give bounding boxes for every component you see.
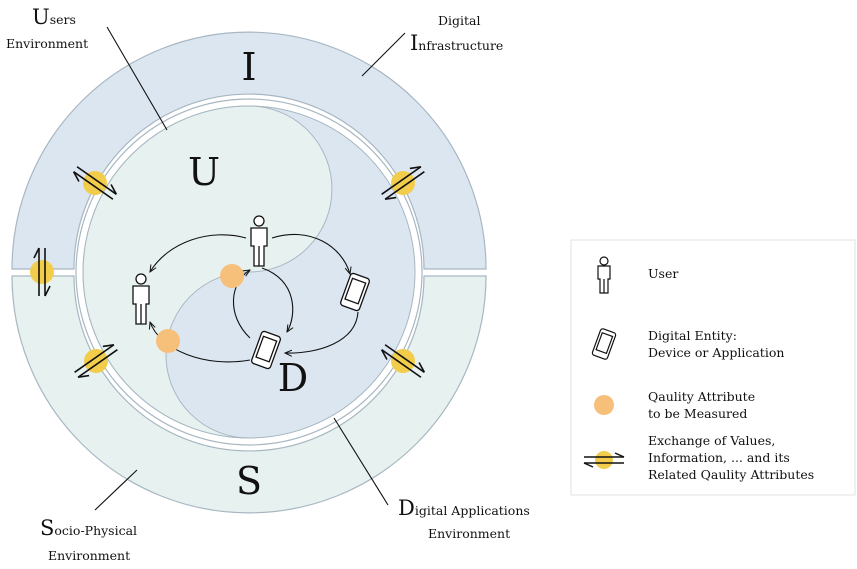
exchange-arrows-icon [72,166,118,200]
legend-user-label: User [648,266,678,281]
infrastructure-prefix-label: Digital [438,13,481,28]
device-icon [339,272,371,312]
users-environment-label: Users [32,5,76,29]
applications-label: Digital Applications [398,496,530,520]
zone-letter-d: D [278,356,308,400]
socio-physical-label-line2: Environment [48,548,130,563]
quality-dot-icon [220,264,244,288]
user-icon [250,215,268,267]
legend-quality-label-line1: Qaulity Attribute [648,389,755,404]
user-icon [132,273,150,325]
socio-physical-label: Socio-Physical [40,516,137,540]
legend-user-icon [597,256,611,294]
applications-label-line2: Environment [428,526,510,541]
legend-exchange-label-line3: Related Qaulity Attributes [648,467,814,482]
users-area [82,105,333,439]
legend-entity-label-line1: Digital Entity: [648,328,737,343]
leader-lines [94,26,406,511]
exchange-arrows-icon [380,344,426,378]
legend-device-icon [591,328,617,360]
quality-dot-icon [156,329,180,353]
device-icon [250,330,282,370]
users-environment-label-line2: Environment [6,36,88,51]
legend-box [570,239,856,496]
legend-exchange-arrows-icon [583,451,625,469]
legend-exchange-label-line1: Exchange of Values, [648,433,775,448]
exchange-arrows-icon [74,343,118,379]
legend-entity-label-line2: Device or Application [648,345,784,360]
infrastructure-ring [11,31,487,270]
exchange-arrows-icon [381,165,425,201]
legend-exchange-label-line2: Information, ... and its [648,450,790,465]
zone-letter-s: S [236,459,262,503]
zone-letter-i: I [241,45,256,89]
legend-quality-dot-icon [594,395,614,415]
zone-letter-u: U [188,150,220,194]
legend-quality-label-line2: to be Measured [648,406,747,421]
exchange-arrows-icon [30,247,54,297]
interaction-arrows [150,233,359,363]
socio-physical-ring [11,275,487,514]
infrastructure-label: Infrastructure [410,31,503,55]
